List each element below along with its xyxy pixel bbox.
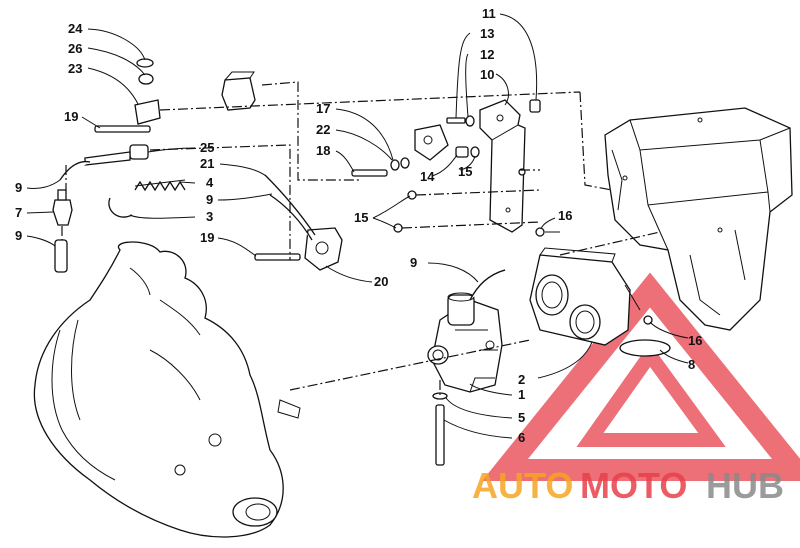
callout-3: 3: [206, 209, 213, 224]
spring-4: [134, 179, 186, 192]
rivet-15a: [407, 190, 417, 200]
watermark-triangle-outer: [482, 272, 800, 481]
callout-10: 10: [480, 67, 494, 82]
watermark-triangle-inner: [576, 342, 726, 447]
callout-9-middle: 9: [206, 192, 213, 207]
clip-assembly: [94, 58, 161, 133]
nut-14: [455, 146, 469, 158]
screw-24: [136, 58, 154, 68]
drain-tube: [435, 404, 445, 466]
clamp-3: [108, 197, 133, 218]
watermark-logo: [482, 272, 800, 481]
washer-22: [390, 159, 400, 171]
bolt-19b: [254, 253, 301, 261]
callout-17: 17: [316, 101, 330, 116]
intake-adaptor: [529, 247, 641, 346]
callout-9-left-top: 9: [15, 180, 22, 195]
fuel-pump: [304, 227, 343, 271]
callout-7: 7: [15, 205, 22, 220]
callout-15-upper: 15: [458, 164, 472, 179]
callout-2: 2: [518, 372, 525, 387]
strap-8: [619, 339, 671, 357]
carburetor: [427, 292, 503, 393]
engine-block: [33, 241, 301, 538]
watermark-hub: HUB: [706, 465, 784, 506]
clip-23: [134, 99, 161, 125]
callout-26: 26: [68, 41, 82, 56]
callout-20: 20: [374, 274, 388, 289]
hose-9a: [59, 160, 91, 181]
callout-19-middle: 19: [200, 230, 214, 245]
alignment-lines: [61, 81, 661, 398]
callout-labels: 11 13 12 10 24 26 23 19 25 9 7 9 21 4 9 …: [15, 6, 702, 445]
callout-6: 6: [518, 430, 525, 445]
callout-24: 24: [68, 21, 83, 36]
mount-block: [221, 71, 256, 111]
callout-19-top: 19: [64, 109, 78, 124]
fuel-filter: [52, 189, 73, 226]
washer-12: [465, 115, 475, 127]
watermark-auto: AUTO: [472, 465, 573, 506]
callout-4: 4: [206, 175, 214, 190]
callout-8: 8: [688, 357, 695, 372]
callout-9-carb: 9: [410, 255, 417, 270]
watermark-wordmark: AUTO MOTO HUB: [472, 465, 784, 506]
callout-16-upper: 16: [558, 208, 572, 223]
callout-5: 5: [518, 410, 525, 425]
airbox-housing: [604, 107, 793, 331]
callout-13: 13: [480, 26, 494, 41]
washer-26: [138, 73, 154, 85]
bolt-19a: [94, 125, 151, 133]
callout-12: 12: [480, 47, 494, 62]
leader-lines: [26, 13, 689, 439]
callout-11: 11: [482, 6, 496, 21]
callout-14: 14: [420, 169, 435, 184]
callout-25: 25: [200, 140, 214, 155]
bolt-18: [351, 169, 388, 177]
clamp-16: [535, 227, 560, 237]
nut-11: [529, 99, 541, 113]
hose-9b: [54, 239, 68, 273]
callout-15-lower: 15: [354, 210, 368, 225]
bolt-13: [446, 117, 466, 124]
callout-16-lower: 16: [688, 333, 702, 348]
callout-9-left-bottom: 9: [15, 228, 22, 243]
callout-1: 1: [518, 387, 525, 402]
callout-21: 21: [200, 156, 214, 171]
callout-22: 22: [316, 122, 330, 137]
mounting-bracket: [479, 99, 526, 233]
callout-23: 23: [68, 61, 82, 76]
callout-18: 18: [316, 143, 330, 158]
watermark-moto: MOTO: [580, 465, 687, 506]
tee-fitting: [84, 144, 149, 166]
fuel-line-9c: [269, 194, 313, 241]
